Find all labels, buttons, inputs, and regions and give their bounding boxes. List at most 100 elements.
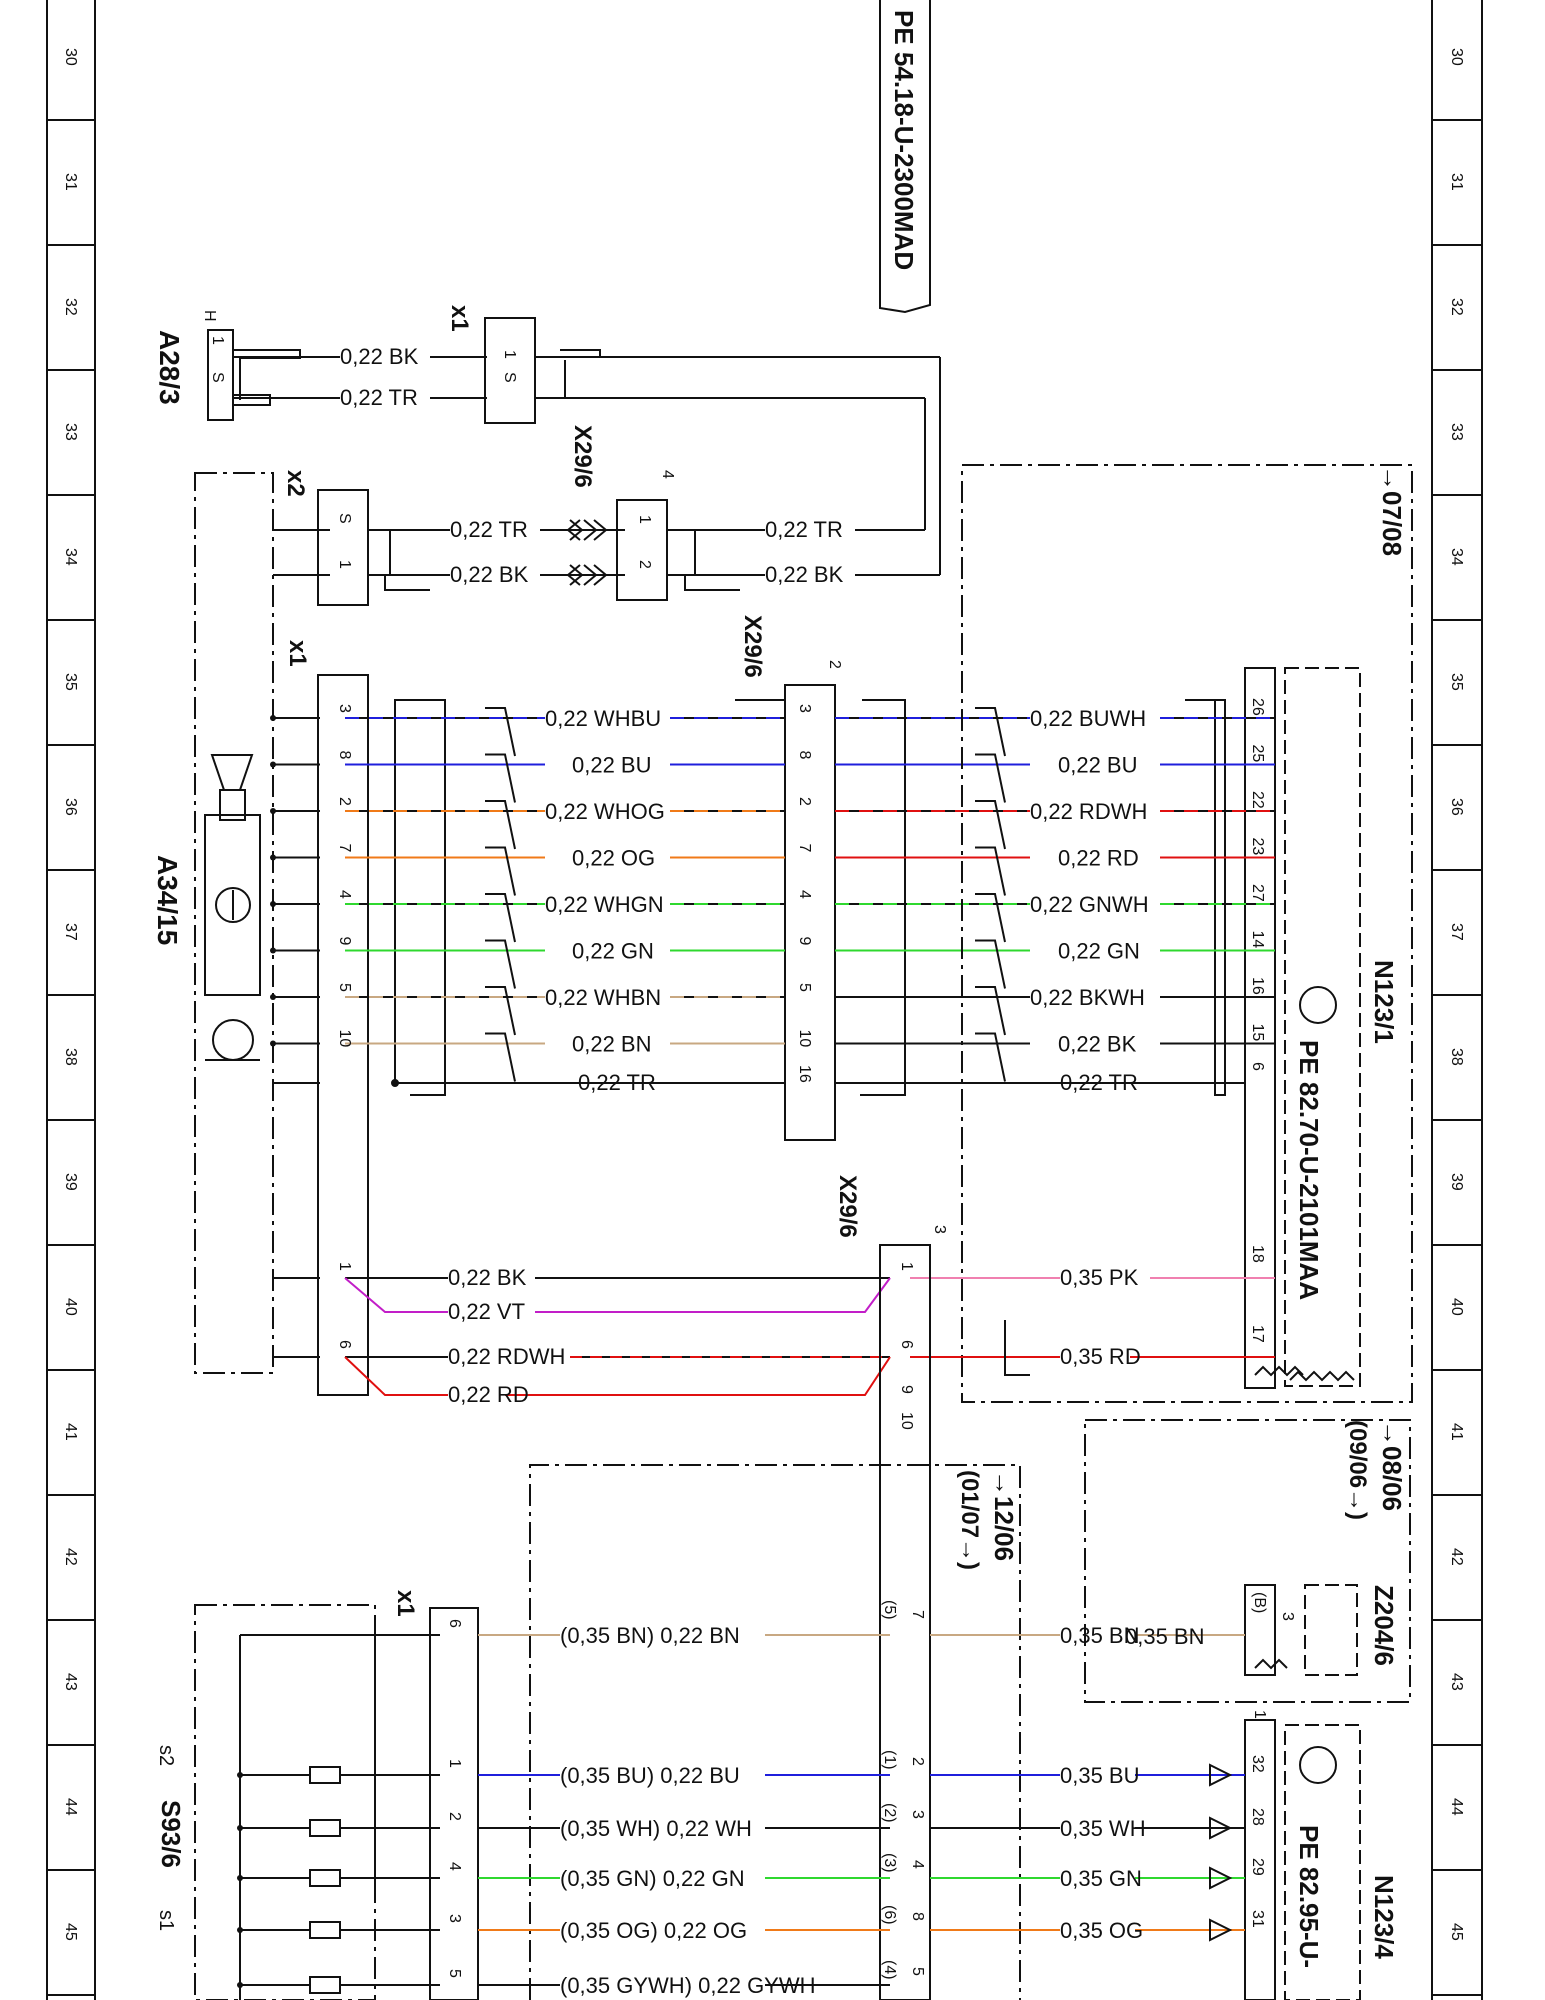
twist-mark [485,893,516,943]
bus-tr-right: 0,22 TR [1060,1070,1138,1095]
frame-number-left: 38 [62,1048,79,1066]
a34-pin-1: 1 [336,1262,353,1271]
frame-number-right: 40 [1448,1298,1465,1316]
x1-top-label: x1 [446,305,473,332]
twist-mark [485,1032,516,1082]
frame-number-left: 36 [62,798,79,816]
a28-3-label: A28/3 [154,330,185,405]
frame-number-right: 33 [1448,423,1465,441]
bus-node [270,854,276,861]
n123-4-block [1244,1719,1361,2000]
a34-15-label: A34/15 [152,855,183,945]
s93-x29-pin: 2 [909,1757,926,1766]
bus-left-pin: 8 [336,751,353,760]
s93-wire-label-right: 0,35 GN [1060,1866,1142,1891]
bus-node [270,808,276,814]
switch-resistor [309,1976,341,1994]
box-1206-sub: (01/07→) [956,1470,983,1570]
frame-number-left: 32 [62,298,79,316]
s93-wire-label-right: 0,35 BN [1060,1623,1140,1648]
x1-bus-label: x1 [284,640,311,667]
n123-4-label: N123/4 [1369,1875,1399,1959]
bus-node [270,947,276,954]
bus-left-pin: 3 [336,704,353,713]
bus-left-wire-label: 0,22 BN [572,1032,652,1057]
frame-number-left: 34 [62,548,79,566]
a28-3-block [207,317,941,575]
s93-wire-label-left: (0,35 GYWH) 0,22 GYWH [560,1973,816,1998]
frame-number-right: 42 [1448,1548,1465,1566]
pe-top-text: PE 54.18-U-2300MAD [889,10,919,270]
bus-right-wire-label: 0,22 BKWH [1030,985,1145,1010]
s93-x29-pin-old: (1) [881,1750,898,1770]
twist-mark [485,846,516,896]
s93-switch-elements [237,1766,375,1994]
twist-mark [485,939,516,989]
twist-mark [485,707,516,757]
bus-right-pin: 14 [1249,931,1266,949]
s93-x1-c5: (5) [881,1600,898,1620]
bus-left-wire-label: 0,22 WHBU [545,706,661,731]
a28-pin-h: H [201,310,218,322]
a34-15-block [194,472,274,1374]
bus-left-pin: 10 [336,1030,353,1048]
bus-mid-pin: 2 [796,797,813,806]
x29-6-label-low: X29/6 [834,1175,861,1238]
x29-wire-bk: 0,22 BK [765,562,844,587]
bus-mid-pin: 5 [796,983,813,992]
x29-4-pin-2: 2 [636,560,653,569]
x2-label: x2 [282,470,309,497]
n123-4-pin: 31 [1249,1910,1266,1928]
s93-wire-label-left: (0,35 BU) 0,22 BU [560,1763,740,1788]
bus-node [270,715,276,721]
n123-4-arrow [1209,1763,1233,1787]
s93-x1-pin: 4 [446,1862,463,1871]
bus-mid-pin: 4 [796,890,813,899]
x29-6-label-mid: X29/6 [739,615,766,678]
bus-left-wire-label: 0,22 BU [572,753,652,778]
n123-pin-17: 17 [1249,1325,1266,1343]
bus-left-pin: 2 [336,797,353,806]
s93-wire-label-right: 0,35 WH [1060,1816,1146,1841]
x1-top-pin-1: 1 [501,350,518,359]
s93-x1-pin: 5 [446,1969,463,1978]
frame-number-right: 35 [1448,673,1465,691]
frame-number-left: 42 [62,1548,79,1566]
a34-pin-6: 6 [336,1340,353,1349]
bus-mid-pin: 7 [796,844,813,853]
s93-x1-c7: 7 [909,1610,926,1619]
bus-right-wire-label: 0,22 GNWH [1030,892,1149,917]
switch-node [237,1875,243,1881]
switch-resistor [309,1819,341,1837]
x2-wire-tr: 0,22 TR [450,517,528,542]
frame-number-right: 30 [1448,48,1465,66]
x29-3-pin-6: 6 [898,1340,915,1349]
switch-node [237,1982,243,1988]
a34-lower-wires [273,1244,1275,2000]
bus-right-pin: 27 [1249,884,1266,902]
z204-6-block [1084,1419,1411,1703]
s93-x29-pin-old: (6) [881,1905,898,1925]
switch-node [237,1825,243,1831]
bus-node [270,994,276,1000]
a28-wire-tr: 0,22 TR [340,385,418,410]
x2-pin-s: S [336,513,353,524]
box-0806-sub: (09/06→) [1344,1420,1371,1520]
x2-pin-1: 1 [336,560,353,569]
s93-x29-pin: 4 [909,1860,926,1869]
frame-number-left: 45 [62,1923,79,1941]
n123-1-label: N123/1 [1369,960,1399,1044]
pe-n123-4-text: PE 82.95-U- [1294,1825,1324,1968]
s93-wire-label-left: (0,35 WH) 0,22 WH [560,1816,752,1841]
n123-4-pin-1: 1 [1251,1710,1268,1719]
frame-number-right: 32 [1448,298,1465,316]
frame-number-left: 41 [62,1423,79,1441]
x29-wire-tr: 0,22 TR [765,517,843,542]
s93-x29-pin-old: (2) [881,1803,898,1823]
switch-node [237,1927,243,1933]
frame-number-right: 36 [1448,798,1465,816]
bus-mid-pin: 9 [796,937,813,946]
bus-right-pin: 25 [1249,745,1266,763]
n123-4-arrow [1209,1866,1233,1890]
a28-pin-1: 1 [209,336,226,345]
